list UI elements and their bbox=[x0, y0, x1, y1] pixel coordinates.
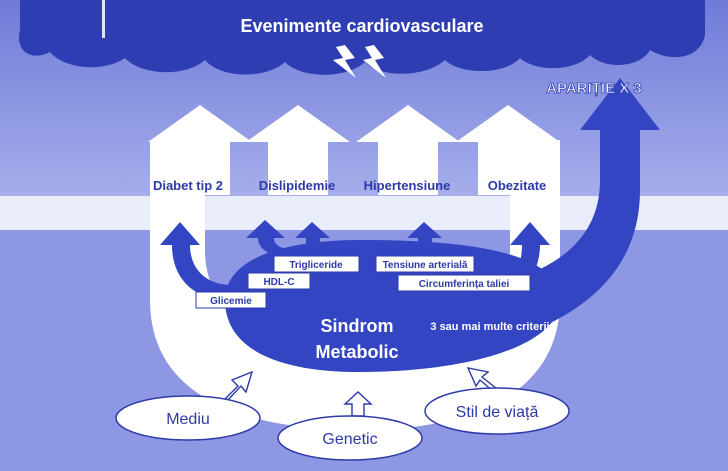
multiplier-label: APARIȚIE X 3 bbox=[546, 80, 642, 97]
factor-stil: Stil de viață bbox=[424, 387, 570, 435]
small-arrow-2 bbox=[246, 220, 302, 260]
factor-label-stil: Stil de viață bbox=[456, 404, 539, 421]
criteria-box-trigliceride: Trigliceride bbox=[273, 255, 360, 273]
criteria-label-circumferinta: Circumferința taliei bbox=[419, 279, 510, 290]
white-arrow-4 bbox=[456, 105, 560, 195]
syndrome-line-1: Sindrom bbox=[320, 316, 393, 336]
white-arrow-2 bbox=[246, 105, 350, 195]
factor-label-genetic: Genetic bbox=[322, 431, 377, 448]
factor-arrows bbox=[220, 367, 499, 417]
white-arrows bbox=[148, 105, 560, 195]
lightning-icon bbox=[333, 45, 386, 78]
lightning-bolt-2 bbox=[363, 45, 386, 78]
factor-arrow-stil bbox=[466, 367, 499, 393]
condition-label-dislipidemie: Dislipidemie bbox=[259, 178, 336, 193]
small-arrow-5 bbox=[490, 222, 550, 300]
white-arrow-3 bbox=[356, 105, 460, 195]
title-text: Evenimente cardiovasculare bbox=[240, 16, 483, 36]
criteria-box-circumferinta: Circumferința taliei bbox=[397, 274, 531, 292]
criteria-box-tensiune: Tensiune arterială bbox=[375, 255, 475, 273]
criteria-label-trigliceride: Trigliceride bbox=[289, 260, 343, 271]
white-arrow-1 bbox=[148, 105, 252, 195]
criteria-label-tensiune: Tensiune arterială bbox=[383, 260, 468, 271]
syndrome-line-2: Metabolic bbox=[315, 342, 398, 362]
condition-label-diabet: Diabet tip 2 bbox=[153, 178, 223, 193]
condition-label-hipertensiune: Hipertensiune bbox=[364, 178, 451, 193]
cloud-shape bbox=[19, 0, 705, 75]
blue-curve-arrow bbox=[300, 78, 660, 365]
factor-mediu: Mediu bbox=[115, 395, 261, 441]
criteria-note: 3 sau mai multe criterii bbox=[430, 321, 549, 333]
criteria-box-glicemie: Glicemie bbox=[195, 291, 267, 309]
criteria-label-hdl: HDL-C bbox=[263, 277, 294, 288]
lightning-bolt-1 bbox=[333, 45, 356, 78]
small-blue-arrows bbox=[160, 220, 550, 300]
factor-arrow-genetic bbox=[343, 391, 373, 417]
small-arrow-1 bbox=[160, 222, 232, 300]
factor-label-mediu: Mediu bbox=[166, 411, 210, 428]
small-arrow-3 bbox=[295, 222, 330, 255]
criteria-label-glicemie: Glicemie bbox=[210, 296, 252, 307]
condition-label-obezitate: Obezitate bbox=[488, 178, 547, 193]
small-arrow-4 bbox=[407, 222, 442, 255]
factor-genetic: Genetic bbox=[277, 415, 423, 461]
criteria-box-hdl: HDL-C bbox=[247, 272, 311, 290]
cloud-edge-mark bbox=[102, 0, 105, 38]
